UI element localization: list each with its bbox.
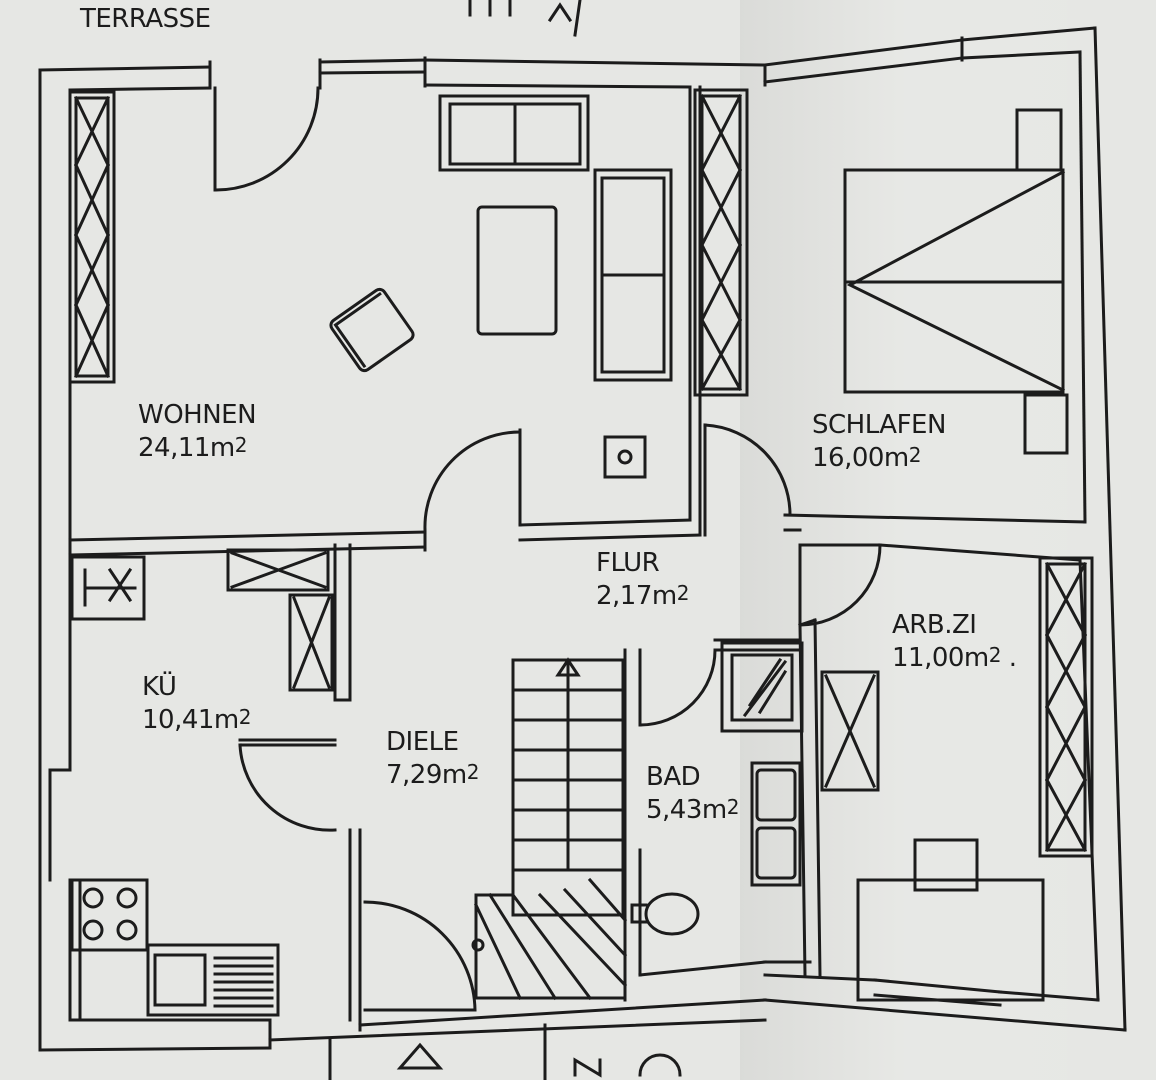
room-area: 10,41m2 <box>142 705 252 735</box>
room-area: 16,00m2 <box>812 443 922 473</box>
room-name: KÜ <box>142 672 177 702</box>
furniture <box>70 0 1069 1080</box>
room-schlafen: SCHLAFEN 16,00m2 <box>812 410 946 473</box>
outer-walls <box>38 26 1127 1052</box>
room-area: 24,11m2 <box>138 433 248 463</box>
room-kueche: KÜ 10,41m2 <box>142 672 252 735</box>
room-area: 7,29m2 <box>386 760 479 790</box>
room-area: 2,17m2 <box>596 581 689 611</box>
doors <box>213 86 882 1012</box>
room-flur: FLUR 2,17m2 <box>596 548 689 611</box>
terrace-label: TERRASSE <box>80 4 211 34</box>
room-area: 11,00m2 . <box>892 643 1017 673</box>
room-name: BAD <box>646 762 701 792</box>
room-area: 5,43m2 <box>646 795 739 825</box>
room-arbzi: ARB.ZI 11,00m2 . <box>892 610 1017 673</box>
room-bad: BAD 5,43m2 <box>646 762 739 825</box>
room-name: FLUR <box>596 548 660 578</box>
room-name: WOHNEN <box>138 400 257 430</box>
room-name: DIELE <box>386 727 459 757</box>
room-name: ARB.ZI <box>892 610 977 640</box>
room-diele: DIELE 7,29m2 <box>386 727 479 790</box>
wardrobes <box>68 88 1094 858</box>
room-name: SCHLAFEN <box>812 410 946 440</box>
room-wohnen: WOHNEN 24,11m2 <box>138 400 257 463</box>
